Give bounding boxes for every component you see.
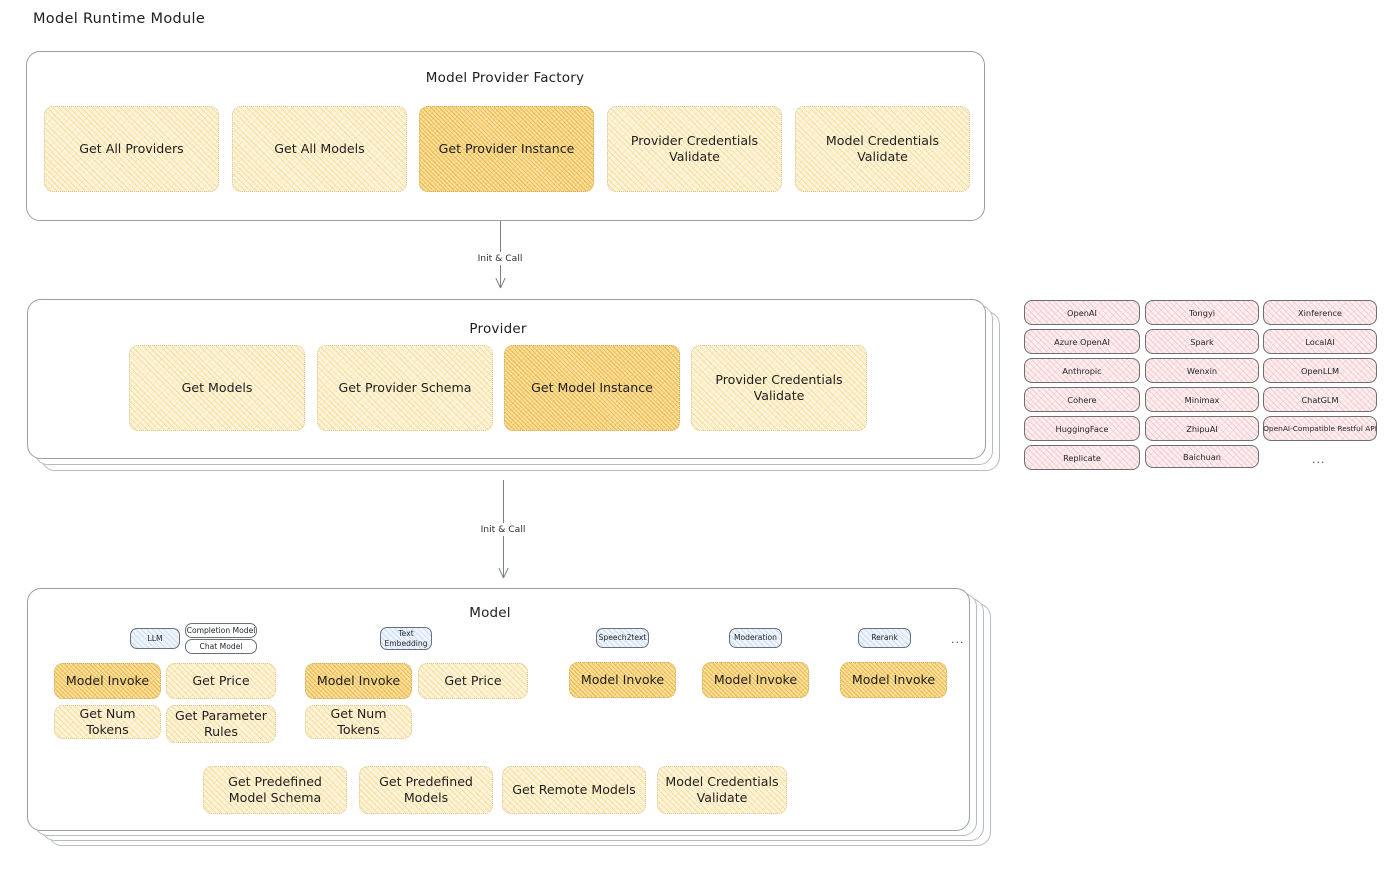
model-tag-text-embedding[interactable]: Text Embedding — [380, 627, 432, 650]
text-embedding-node-get-num-tokens[interactable]: Get Num Tokens — [305, 705, 412, 739]
model-node-model-credentials-validate[interactable]: Model Credentials Validate — [657, 766, 787, 814]
provider-chip-tongyi[interactable]: Tongyi — [1145, 300, 1259, 325]
model-groups-more-ellipsis: ... — [951, 633, 965, 646]
page-title: Model Runtime Module — [33, 11, 206, 27]
speech2text-node-model-invoke[interactable]: Model Invoke — [569, 662, 676, 698]
factory-node-get-provider-instance[interactable]: Get Provider Instance — [419, 106, 594, 192]
llm-node-get-parameter-rules[interactable]: Get Parameter Rules — [166, 705, 276, 743]
factory-node-get-all-providers[interactable]: Get All Providers — [44, 106, 219, 192]
provider-chip-minimax[interactable]: Minimax — [1145, 387, 1259, 412]
factory-node-get-all-models[interactable]: Get All Models — [232, 106, 407, 192]
provider-title: Provider — [469, 321, 527, 337]
model-node-get-remote-models[interactable]: Get Remote Models — [502, 766, 646, 814]
text-embedding-node-get-price[interactable]: Get Price — [418, 663, 528, 699]
provider-chip-zhipuai[interactable]: ZhipuAI — [1145, 416, 1259, 441]
arrow-provider-to-model-label: Init & Call — [477, 523, 529, 536]
model-node-get-predefined-models[interactable]: Get Predefined Models — [359, 766, 493, 814]
provider-chip-cohere[interactable]: Cohere — [1024, 387, 1140, 412]
provider-chip-openllm[interactable]: OpenLLM — [1263, 358, 1377, 383]
provider-chip-replicate[interactable]: Replicate — [1024, 445, 1140, 470]
provider-chip-azure-openai[interactable]: Azure OpenAI — [1024, 329, 1140, 354]
model-subtag-completion-model[interactable]: Completion Model — [185, 623, 257, 638]
provider-node-get-provider-schema[interactable]: Get Provider Schema — [317, 345, 493, 431]
provider-chip-openai[interactable]: OpenAI — [1024, 300, 1140, 325]
model-tag-llm[interactable]: LLM — [130, 628, 180, 649]
provider-chip-chatglm[interactable]: ChatGLM — [1263, 387, 1377, 412]
llm-node-get-num-tokens[interactable]: Get Num Tokens — [54, 705, 161, 739]
llm-node-model-invoke[interactable]: Model Invoke — [54, 663, 161, 699]
model-node-get-predefined-model-schema[interactable]: Get Predefined Model Schema — [203, 766, 347, 814]
model-tag-speech2text[interactable]: Speech2text — [596, 628, 649, 648]
rerank-node-model-invoke[interactable]: Model Invoke — [840, 662, 947, 698]
llm-node-get-price[interactable]: Get Price — [166, 663, 276, 699]
provider-chip-huggingface[interactable]: HuggingFace — [1024, 416, 1140, 441]
provider-node-provider-credentials-validate[interactable]: Provider Credentials Validate — [691, 345, 867, 431]
factory-node-model-credentials-validate[interactable]: Model Credentials Validate — [795, 106, 970, 192]
provider-node-get-models[interactable]: Get Models — [129, 345, 305, 431]
moderation-node-model-invoke[interactable]: Model Invoke — [702, 662, 809, 698]
provider-chip-openai-compatible-restful-api[interactable]: OpenAI-Compatible Restful API — [1263, 416, 1377, 441]
factory-node-provider-credentials-validate[interactable]: Provider Credentials Validate — [607, 106, 782, 192]
provider-chip-anthropic[interactable]: Anthropic — [1024, 358, 1140, 383]
provider-chip-baichuan[interactable]: Baichuan — [1145, 445, 1259, 468]
model-tag-rerank[interactable]: Rerank — [858, 628, 911, 648]
provider-node-get-model-instance[interactable]: Get Model Instance — [504, 345, 680, 431]
model-subtag-chat-model[interactable]: Chat Model — [185, 639, 257, 654]
provider-chip-localai[interactable]: LocalAI — [1263, 329, 1377, 354]
model-tag-moderation[interactable]: Moderation — [729, 628, 782, 648]
model-title: Model — [469, 605, 511, 621]
arrow-factory-to-provider-label: Init & Call — [474, 252, 526, 265]
model-provider-factory-title: Model Provider Factory — [425, 70, 585, 86]
provider-chip-spark[interactable]: Spark — [1145, 329, 1259, 354]
text-embedding-node-model-invoke[interactable]: Model Invoke — [305, 663, 412, 699]
provider-chip-xinference[interactable]: Xinference — [1263, 300, 1377, 325]
provider-chip-wenxin[interactable]: Wenxin — [1145, 358, 1259, 383]
provider-list-more-ellipsis: ... — [1312, 453, 1326, 466]
